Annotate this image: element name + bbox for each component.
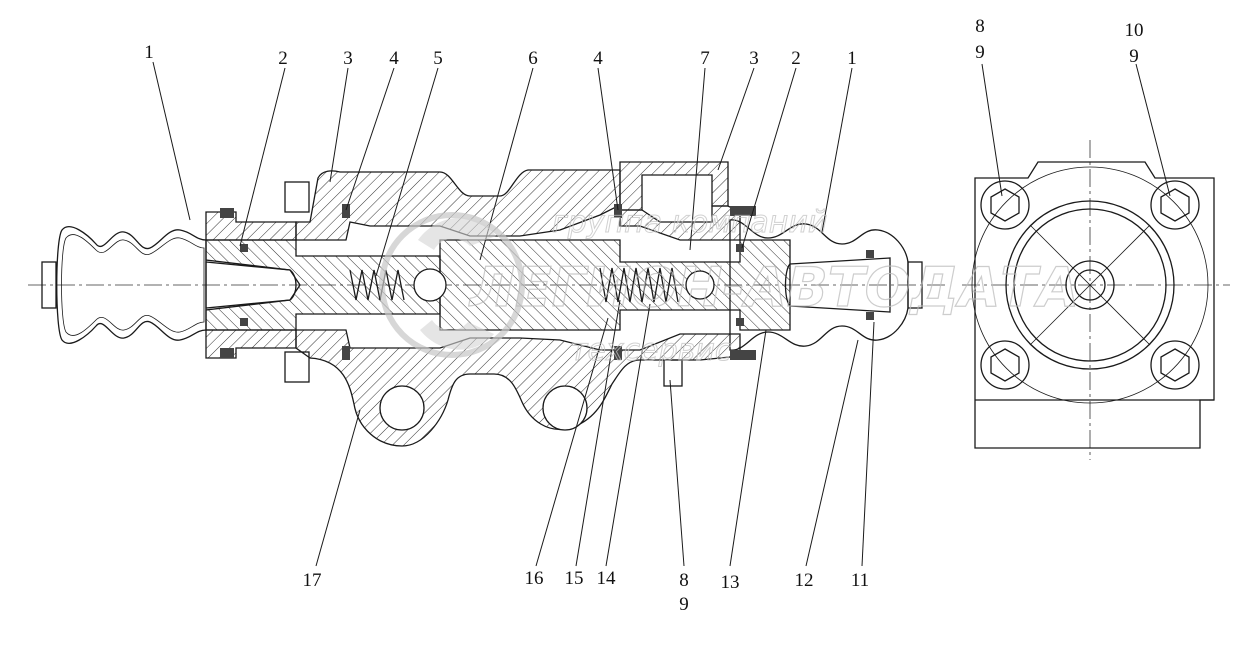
- left-boot-inner: [61, 234, 205, 336]
- seal-1: [220, 208, 234, 218]
- bolt-head-top-left: [284, 181, 310, 213]
- left-cap: [205, 211, 297, 241]
- check-valve-left: [413, 268, 447, 302]
- return-spring-left: [349, 269, 405, 301]
- check-valve-right: [685, 270, 715, 300]
- callout-bottom-13: 13: [721, 572, 740, 593]
- lug-hole-left: [379, 385, 425, 431]
- watermark: группа компаний ЛЕГИОН-АВТОДАТА техсерви…: [379, 205, 1080, 369]
- callout-top-7: 4: [593, 48, 603, 69]
- end-view-bolt-top-right: [1150, 180, 1200, 230]
- callout-bottom-17: 17: [303, 570, 322, 591]
- section-view: [28, 161, 945, 447]
- seal-10: [730, 350, 756, 360]
- watermark-line-1: группа компаний: [552, 205, 827, 240]
- seal-11: [736, 244, 744, 252]
- callout-top-5: 5: [433, 48, 443, 69]
- seal-3: [240, 244, 248, 252]
- bolt-head-bottom-right: [663, 359, 683, 387]
- seal-12: [736, 318, 744, 326]
- end-view-flange: [974, 161, 1215, 449]
- seal-6: [342, 346, 350, 360]
- callout-top-4: 4: [389, 48, 399, 69]
- return-spring-right: [599, 267, 679, 303]
- callout-top-11: 1: [847, 48, 857, 69]
- callout-top-8: 7: [700, 48, 710, 69]
- end-view-hub-inner: [1074, 269, 1106, 301]
- seal-4: [240, 318, 248, 326]
- callout-top-6: 6: [528, 48, 538, 69]
- end-view-inner-ring: [1013, 208, 1167, 362]
- end-view-bolt-bottom-left: [980, 340, 1030, 390]
- callout-labels: 1 2 3 4 5 6 4 7 3 2 1 17 16 15 14 8 9 13…: [144, 16, 1143, 615]
- callout-top-3: 3: [343, 48, 353, 69]
- leader-lines: [152, 61, 1171, 567]
- callout-end-9b: 9: [1129, 46, 1139, 67]
- callout-end-8: 8: [975, 16, 985, 37]
- callout-bottom-8: 8: [679, 570, 689, 591]
- watermark-line-3: техсервис: [570, 333, 732, 368]
- callout-bottom-15: 15: [565, 568, 584, 589]
- left-pushrod-taper: [205, 261, 297, 309]
- end-view-outer-ring: [1005, 200, 1175, 370]
- left-boot: [56, 226, 207, 344]
- callout-bottom-16: 16: [525, 568, 544, 589]
- callout-bottom-12: 12: [795, 570, 814, 591]
- end-view-hub: [1065, 260, 1115, 310]
- left-pushrod-end: [41, 261, 57, 309]
- callout-bottom-9: 9: [679, 594, 689, 615]
- callout-top-9: 3: [749, 48, 759, 69]
- lug-hole-right: [542, 385, 588, 431]
- end-view-bolt-circle: [971, 166, 1209, 404]
- primary-piston: [205, 239, 441, 331]
- seal-5: [342, 204, 350, 218]
- callout-top-10: 2: [791, 48, 801, 69]
- callout-top-2: 2: [278, 48, 288, 69]
- end-view-diag-2: [1029, 224, 1151, 346]
- callout-end-9a: 9: [975, 42, 985, 63]
- end-view-bolt-bottom-right: [1150, 340, 1200, 390]
- end-view: [962, 140, 1230, 460]
- callout-top-1: 1: [144, 42, 154, 63]
- seal-7: [614, 204, 622, 218]
- left-cap-lower: [205, 329, 297, 359]
- seal-9: [730, 206, 756, 216]
- end-view-bolt-top-left: [980, 180, 1030, 230]
- seal-2: [220, 348, 234, 358]
- callout-bottom-11: 11: [851, 570, 869, 591]
- bolt-head-bottom-left: [284, 351, 310, 383]
- callout-bottom-14: 14: [597, 568, 617, 589]
- callout-end-10: 10: [1125, 20, 1144, 41]
- housing-upper: [295, 169, 621, 241]
- seal-13: [866, 250, 874, 258]
- right-pushrod-taper: [784, 257, 891, 313]
- reservoir-boss: [619, 161, 729, 211]
- right-pushrod-end: [907, 261, 923, 309]
- seal-8: [614, 346, 622, 360]
- watermark-logo-icon: [379, 212, 525, 358]
- watermark-line-2: ЛЕГИОН-АВТОДАТА: [468, 256, 1079, 319]
- seal-14: [866, 312, 874, 320]
